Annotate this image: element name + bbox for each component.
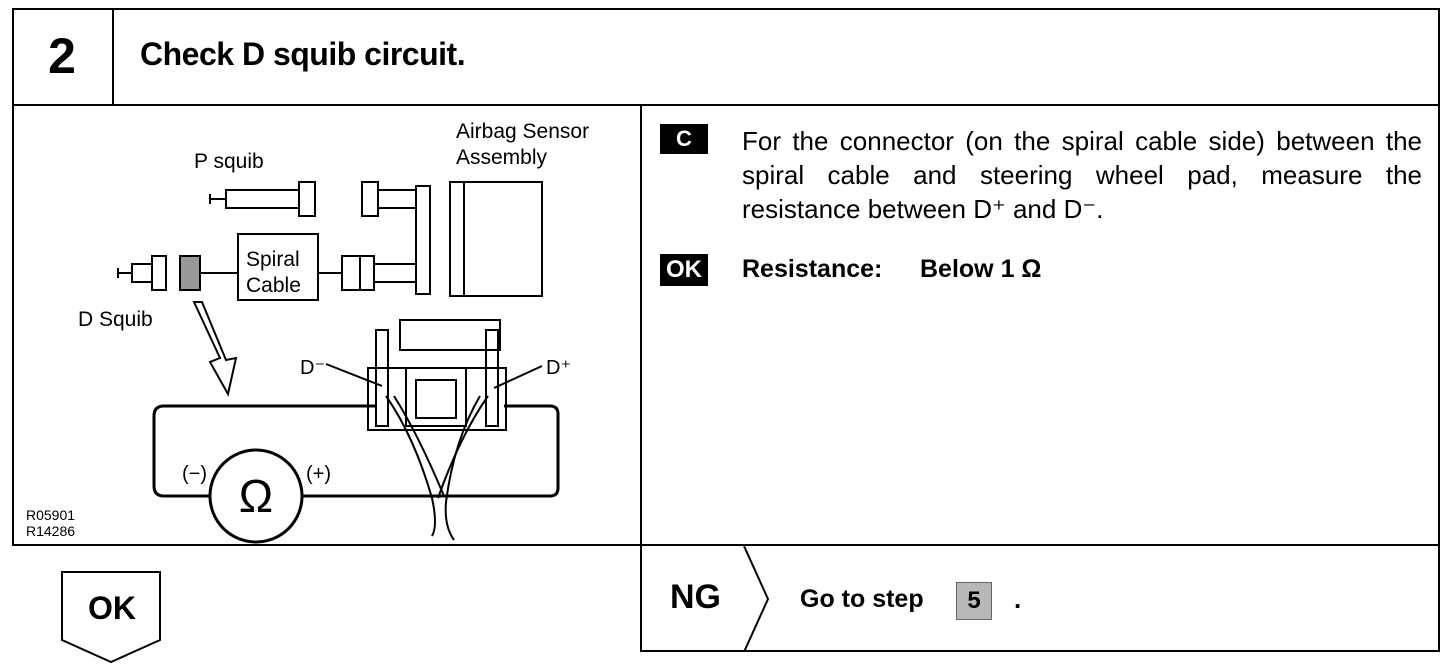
- ok-result-box: [61, 571, 161, 664]
- negative-lead-label: (−): [182, 463, 207, 485]
- ng-step-link[interactable]: 5: [956, 582, 992, 620]
- p-squib-label: P squib: [194, 150, 264, 173]
- airbag-sensor-label-1: Airbag Sensor: [456, 120, 589, 143]
- ohmmeter: [208, 448, 304, 544]
- check-tag: C: [660, 124, 708, 154]
- instruction-text: For the connector (on the spiral cable s…: [742, 126, 1422, 224]
- d-minus-leader: [325, 363, 383, 387]
- step-frame: [12, 8, 1440, 546]
- ng-goto-text: Go to step: [800, 585, 924, 613]
- sensor-connectors: [341, 181, 431, 295]
- ohm-symbol: Ω: [239, 470, 273, 522]
- airbag-sensor-label-2: Assembly: [456, 146, 548, 169]
- d-plus-leader: [493, 365, 543, 389]
- airbag-sensor-assembly: [449, 181, 543, 297]
- figure-ref-1: R05901: [26, 507, 75, 523]
- d-squib-label: D Squib: [78, 308, 153, 331]
- step-number: 2: [48, 28, 76, 84]
- d-plus-label: D⁺: [546, 357, 571, 379]
- positive-lead-label: (+): [306, 463, 331, 485]
- ng-divider-chevron: [743, 546, 770, 652]
- spec-value: Below 1 Ω: [920, 255, 1042, 283]
- spiral-cable-box: [237, 233, 319, 301]
- ok-result-label: OK: [88, 590, 136, 626]
- spiral-cable-label-1: Spiral: [246, 248, 300, 271]
- ok-tag: OK: [660, 254, 708, 286]
- header-divider: [12, 104, 1440, 106]
- p-squib-connector: [209, 181, 316, 217]
- spec-label: Resistance:: [742, 255, 883, 283]
- d-squib-connector: [117, 255, 238, 291]
- number-divider: [112, 8, 114, 106]
- d-minus-label: D⁻: [300, 357, 325, 379]
- meter-circuit: [152, 404, 560, 498]
- spiral-cable-label-2: Cable: [246, 274, 301, 297]
- enlarged-connector: [367, 319, 507, 541]
- panel-divider: [640, 104, 642, 546]
- figure-ref-2: R14286: [26, 523, 75, 539]
- step-title: Check D squib circuit.: [140, 36, 466, 72]
- squib-circuit-diagram: P squib Airbag Sensor Assembly Spiral Ca…: [26, 120, 589, 544]
- ng-suffix: .: [1014, 584, 1022, 614]
- ng-result-box: [640, 546, 1440, 652]
- ng-label: NG: [670, 578, 721, 616]
- enlarge-arrow: [192, 301, 238, 397]
